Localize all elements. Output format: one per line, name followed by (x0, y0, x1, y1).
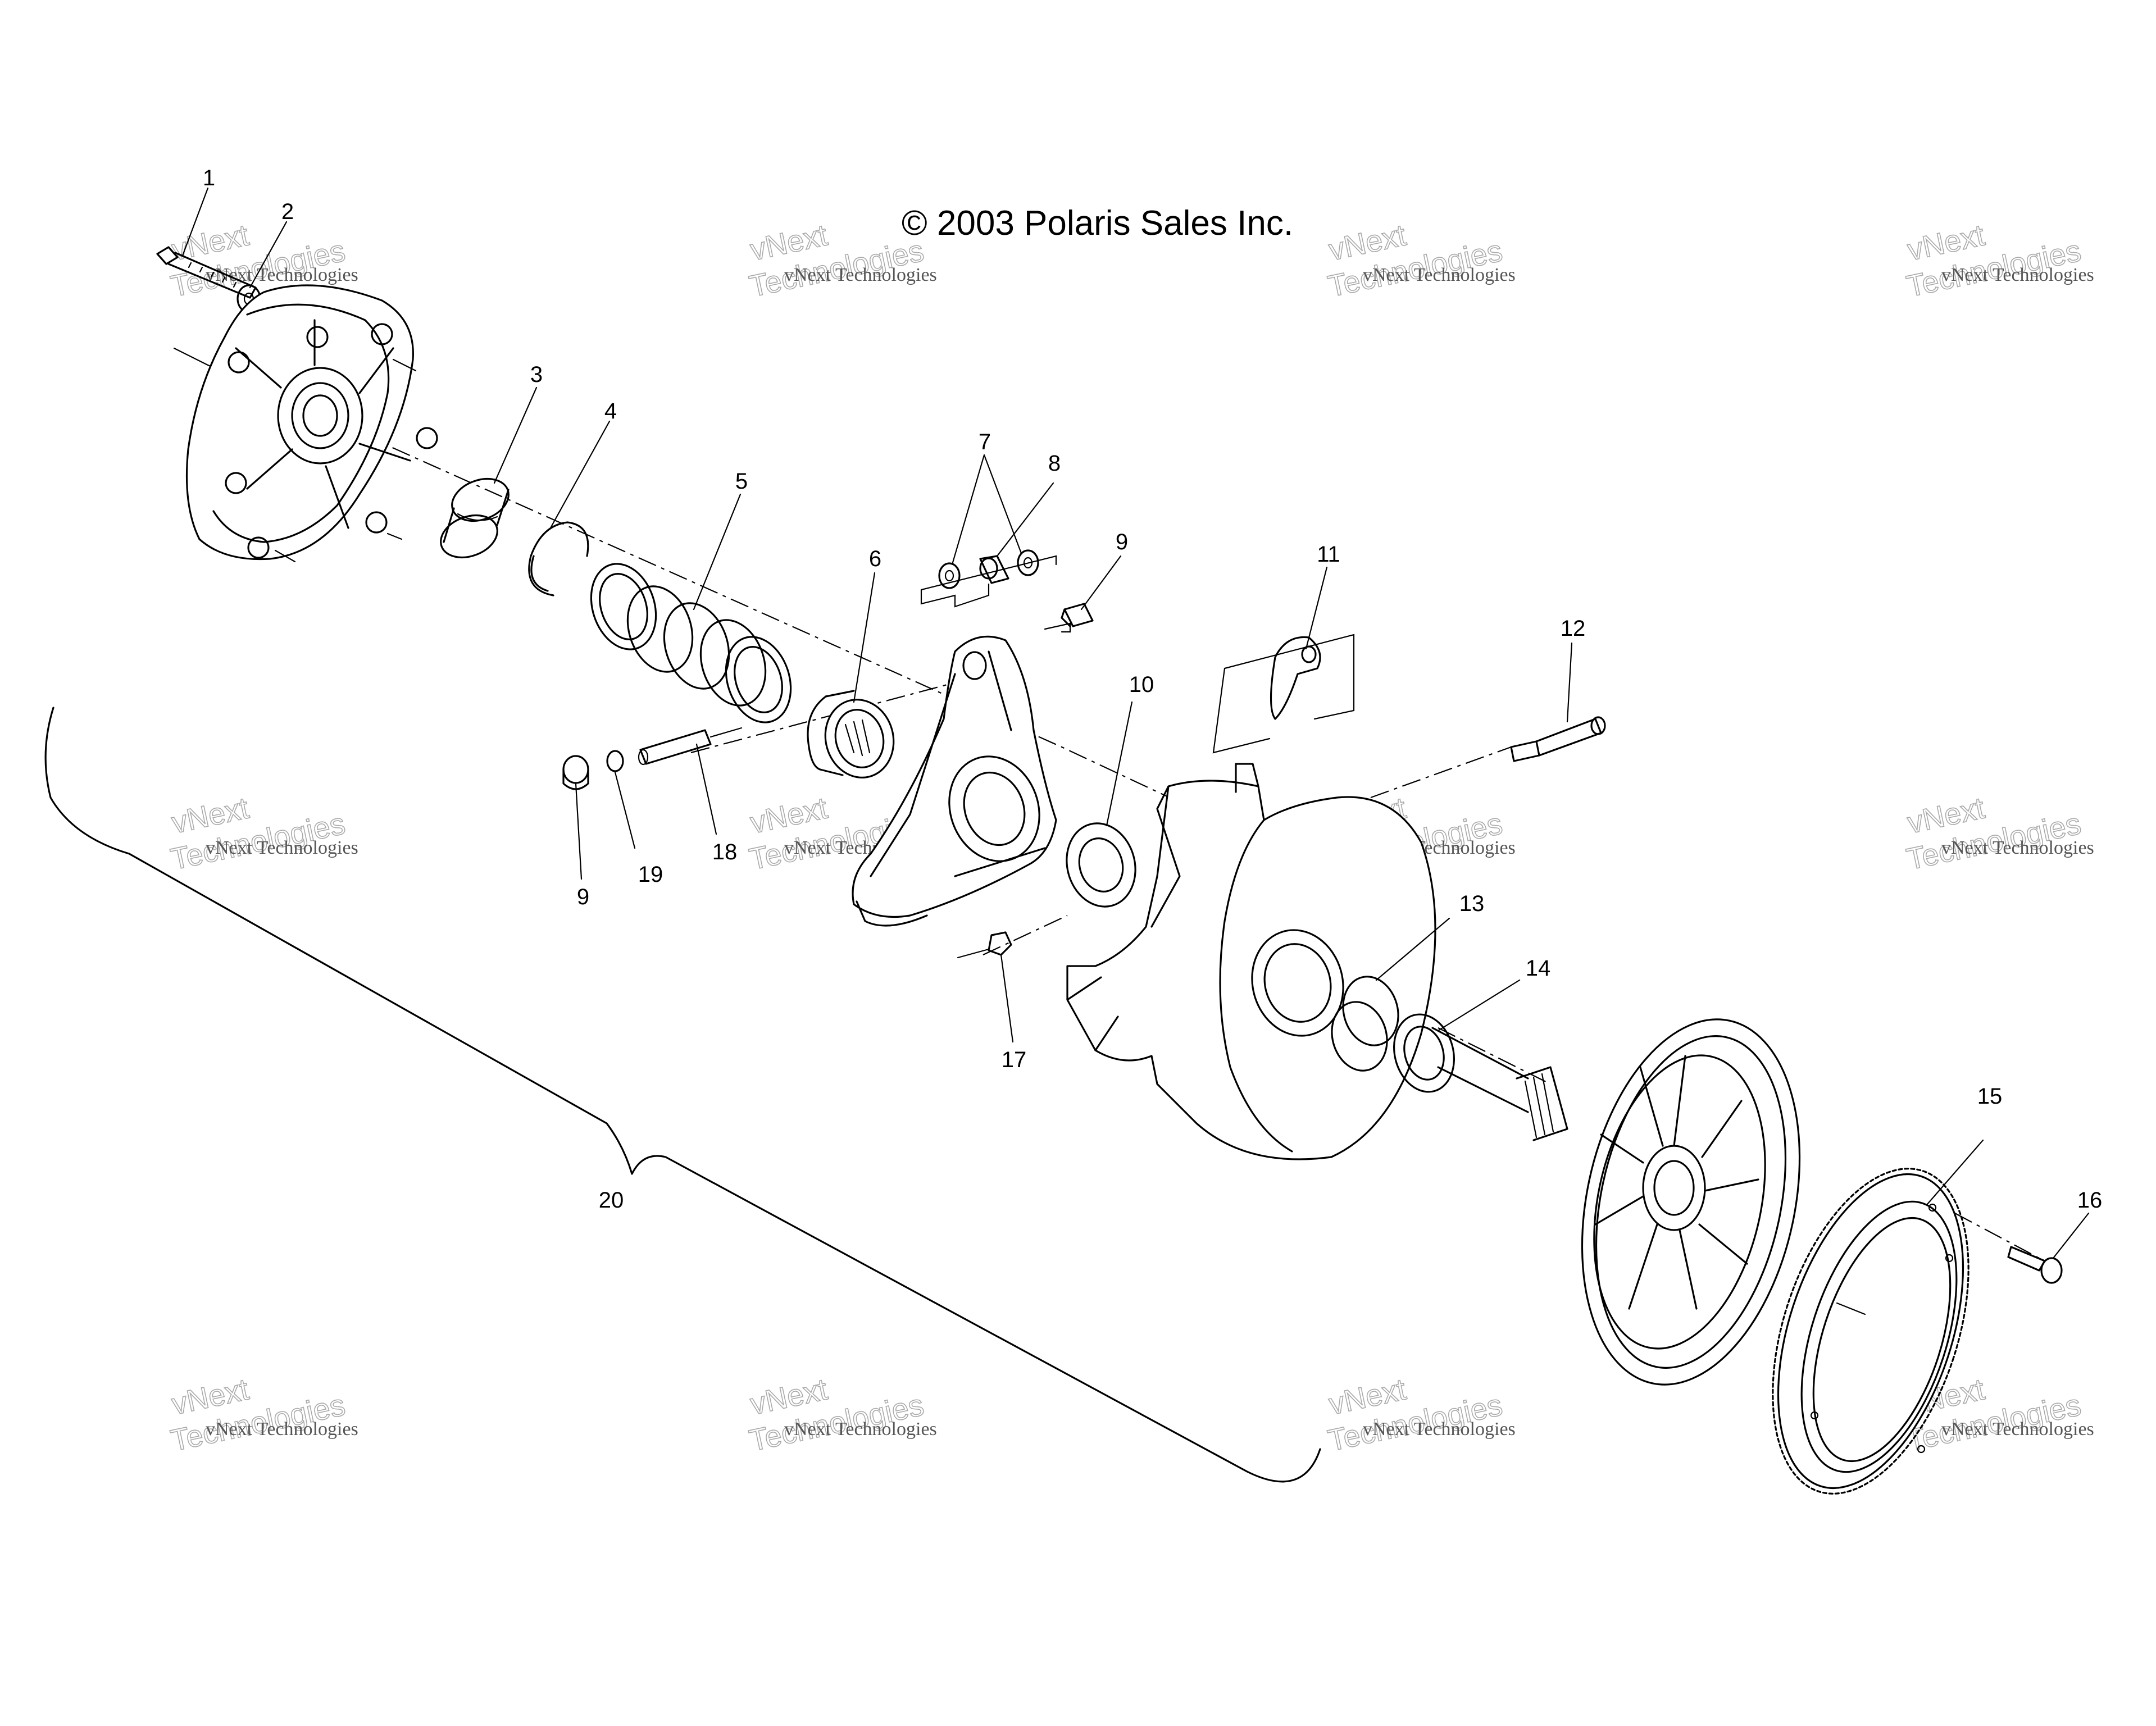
svg-text:vNext Technologies: vNext Technologies (1363, 265, 1516, 285)
callout-3: 3 (530, 362, 543, 387)
callout-18: 18 (712, 840, 738, 864)
callout-11: 11 (1317, 542, 1340, 567)
callout-10: 10 (1129, 672, 1154, 697)
callout-17: 17 (1002, 1048, 1027, 1072)
callout-14: 14 (1526, 956, 1551, 981)
svg-text:vNext Technologies: vNext Technologies (206, 265, 358, 285)
watermark: vNext Technologies vNext Technologies (746, 1372, 937, 1459)
callout-5: 5 (735, 469, 748, 494)
centerline (690, 678, 967, 754)
callout-6: 6 (869, 547, 881, 571)
callout-2: 2 (281, 199, 294, 224)
callout-7: 7 (979, 430, 991, 454)
part-9-slider-upper (1044, 603, 1094, 633)
part-19-washer (606, 750, 624, 772)
callout-16: 16 (2077, 1188, 2103, 1213)
part-12-pin (1510, 716, 1606, 762)
part-4-snap-ring (528, 521, 589, 596)
callout-12: 12 (1561, 616, 1586, 641)
watermark: vNext Technologies vNext Technologies (1903, 218, 2094, 304)
svg-text:vNext Technologies: vNext Technologies (206, 837, 358, 858)
part-11-roller-wedge (1212, 634, 1355, 754)
copyright-text: © 2003 Polaris Sales Inc. (902, 204, 1293, 243)
callout-labels: 1 2 3 4 5 6 7 8 9 9 10 11 12 13 14 15 16… (203, 166, 2102, 1213)
leader-lines (181, 187, 2090, 1259)
part-1-bolt (156, 246, 257, 299)
callout-8: 8 (1048, 451, 1061, 476)
part-16-screw (2007, 1246, 2063, 1284)
callout-20: 20 (599, 1188, 624, 1213)
part-3-bushing (440, 478, 510, 558)
part-14-washer (1393, 1013, 1455, 1093)
part-10-washer (1066, 822, 1136, 908)
svg-text:vNext Technologies: vNext Technologies (1941, 837, 2094, 858)
watermark: vNext Technologies vNext Technologies (1903, 791, 2094, 877)
part-6-roller (807, 690, 895, 778)
part-13-bushing (1331, 976, 1399, 1072)
svg-text:vNext Technologies: vNext Technologies (206, 1419, 358, 1440)
housing-cover (173, 284, 438, 563)
svg-text:vNext Technologies: vNext Technologies (784, 1419, 937, 1440)
assembly-bracket-20 (44, 707, 1321, 1483)
centerline (983, 915, 1068, 955)
part-17-nut (957, 931, 1012, 959)
callout-4: 4 (604, 399, 617, 423)
centerline (207, 364, 1242, 832)
callout-19: 19 (638, 862, 663, 887)
moveable-sheave (1066, 763, 1436, 1160)
watermarks: vNext Technologies vNext Technologies vN… (167, 218, 2094, 1459)
callout-13: 13 (1459, 891, 1485, 916)
watermark: vNext Technologies vNext Technologies (167, 791, 358, 877)
callout-15: 15 (1977, 1084, 2003, 1109)
svg-text:vNext Technologies: vNext Technologies (1363, 1419, 1516, 1440)
spider-arm (852, 635, 1057, 927)
callout-9-lower: 9 (577, 885, 589, 909)
centerline (1954, 1213, 2040, 1259)
part-18-pin (638, 727, 743, 766)
callout-9-upper: 9 (1116, 530, 1128, 554)
centerline (1438, 1027, 1551, 1085)
svg-text:vNext Technologies: vNext Technologies (1941, 265, 2094, 285)
svg-text:vNext Technologies: vNext Technologies (1941, 1419, 2094, 1440)
fixed-sheave (1431, 1018, 1801, 1386)
part-7-8-washers (920, 549, 1057, 608)
watermark: vNext Technologies vNext Technologies (1325, 218, 1516, 304)
watermark: vNext Technologies vNext Technologies (167, 1372, 358, 1459)
callout-1: 1 (203, 166, 215, 190)
centerline (1370, 746, 1512, 799)
part-15-ring-gear (1772, 1168, 1969, 1495)
part-5-spring (590, 563, 792, 723)
watermark: vNext Technologies vNext Technologies (1325, 1372, 1516, 1459)
svg-text:vNext Technologies: vNext Technologies (784, 265, 937, 285)
